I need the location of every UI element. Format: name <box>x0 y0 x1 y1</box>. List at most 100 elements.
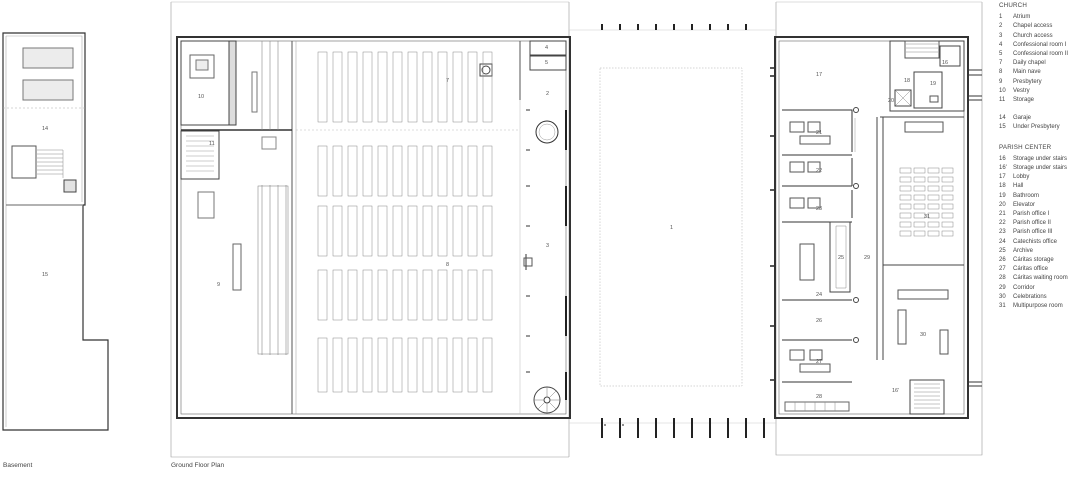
legend-item-number: 15 <box>999 124 1006 131</box>
pew <box>422 145 433 197</box>
room-label-15: 15 <box>42 272 48 278</box>
chair <box>899 203 912 210</box>
legend-item-number: 8 <box>999 69 1003 76</box>
legend-item-number: 11 <box>999 97 1006 104</box>
legend-item-number: 19 <box>999 192 1006 199</box>
legend-item-number: 25 <box>999 247 1006 254</box>
chair <box>927 176 940 183</box>
atrium <box>599 24 776 438</box>
room-label-26: 26 <box>816 318 822 324</box>
legend-item-label: Celebrations <box>1013 293 1047 300</box>
legend-item-number: 27 <box>999 266 1006 273</box>
chair <box>941 167 954 174</box>
legend-item-label: Church access <box>1013 32 1053 39</box>
legend-item-number: 4 <box>999 41 1003 48</box>
pew <box>377 337 388 393</box>
chair <box>913 203 926 210</box>
legend-item-label: Lobby <box>1013 174 1030 181</box>
legend-item: 5 Confessional room II <box>999 50 1079 59</box>
room-label-5: 5 <box>545 60 548 66</box>
room-label-10: 10 <box>198 94 204 100</box>
pew <box>422 337 433 393</box>
multipurpose-chairs <box>899 167 954 237</box>
pew <box>452 145 463 197</box>
legend-item-number: 10 <box>999 87 1006 94</box>
legend-item-number: 3 <box>999 32 1003 39</box>
legend-item-number: 2 <box>999 23 1003 30</box>
chair <box>927 221 940 228</box>
pew <box>467 269 478 321</box>
chair <box>927 185 940 192</box>
pew <box>452 337 463 393</box>
legend-item-label: Archive <box>1013 247 1034 254</box>
legend-item-label: Multipurpose room <box>1013 303 1063 310</box>
pew <box>362 51 373 123</box>
pew <box>422 269 433 321</box>
pew <box>332 269 343 321</box>
legend-item-number: 7 <box>999 60 1003 67</box>
chair <box>913 185 926 192</box>
pew <box>452 269 463 321</box>
chair <box>941 185 954 192</box>
chair <box>899 194 912 201</box>
chair <box>927 203 940 210</box>
room-label-24: 24 <box>816 292 822 298</box>
legend-item-number: 16' <box>999 165 1007 172</box>
pew <box>317 145 328 197</box>
pew <box>392 145 403 197</box>
pew <box>317 205 328 257</box>
pew <box>332 145 343 197</box>
legend-item-label: Main nave <box>1013 69 1041 76</box>
pew <box>407 269 418 321</box>
legend-item-number: 23 <box>999 229 1006 236</box>
legend-item-label: Elevator <box>1013 201 1036 208</box>
pew <box>407 145 418 197</box>
room-label-4: 4 <box>545 45 548 51</box>
legend-item-number: 1 <box>999 14 1003 21</box>
legend-item-number: 20 <box>999 201 1006 208</box>
room-label-11: 11 <box>209 141 215 147</box>
legend-item-number: 14 <box>999 115 1006 122</box>
pew <box>482 51 493 123</box>
room-label-29: 29 <box>864 255 870 261</box>
pew <box>392 205 403 257</box>
pew <box>347 205 358 257</box>
room-label-7: 7 <box>446 78 449 84</box>
legend-item-label: Parish office II <box>1013 220 1051 227</box>
room-label-14: 14 <box>42 126 48 132</box>
legend-item-label: Confessional room II <box>1013 51 1069 58</box>
pew <box>467 205 478 257</box>
legend-item-number: 24 <box>999 238 1006 245</box>
legend-item-number: 5 <box>999 51 1003 58</box>
pew <box>437 337 448 393</box>
pew <box>392 51 403 123</box>
legend-church-title: CHURCH <box>999 2 1028 9</box>
legend-item-label: Parish office III <box>1013 229 1053 236</box>
room-label-16b: 16' <box>892 388 899 394</box>
basement-plan <box>2 32 109 431</box>
room-label-2: 2 <box>546 91 549 97</box>
legend-item-number: 30 <box>999 293 1006 300</box>
legend-item: 3 Church access <box>999 32 1079 41</box>
chair <box>941 194 954 201</box>
legend-item-number: 9 <box>999 78 1003 85</box>
pew <box>482 337 493 393</box>
room-label-25: 25 <box>838 255 844 261</box>
legend-item: 8 Main nave <box>999 68 1079 77</box>
pew <box>467 51 478 123</box>
pew <box>392 269 403 321</box>
legend-item-label: Storage under stairs <box>1013 165 1068 172</box>
floor-plan-drawing: 14 15 10 11 9 7 8 4 5 2 3 1 17 16 18 19 … <box>2 1 983 458</box>
